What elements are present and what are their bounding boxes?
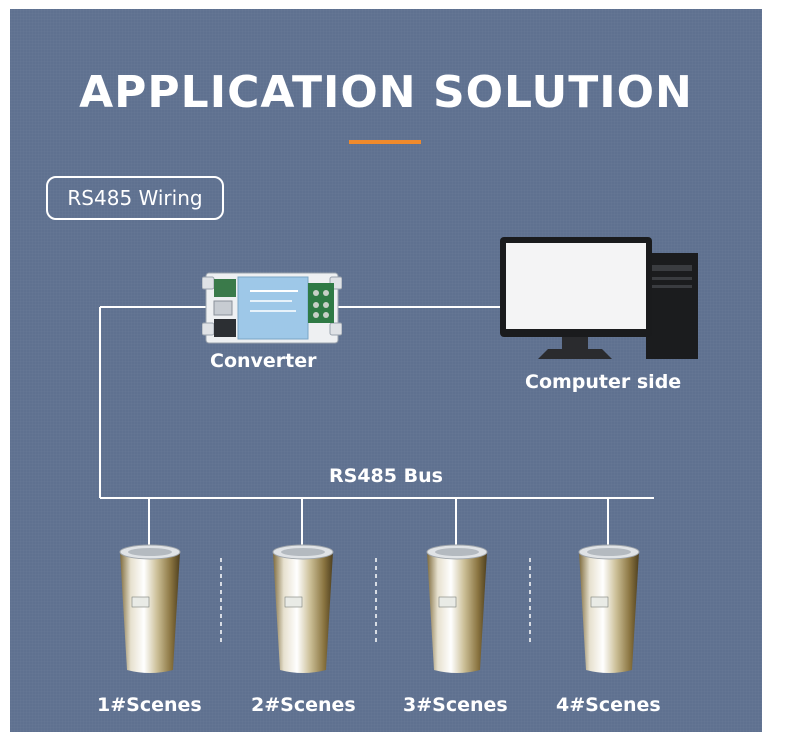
scene-label-2: 2#Scenes	[251, 694, 356, 716]
converter-device	[202, 272, 342, 344]
bus-label: RS485 Bus	[329, 465, 443, 487]
converter-label: Converter	[210, 350, 317, 372]
title-accent-bar	[349, 140, 421, 144]
sensor-cylinder-1	[119, 544, 181, 673]
sensor-cylinder-2	[272, 544, 334, 673]
section-badge: RS485 Wiring	[46, 176, 224, 220]
diagram-panel: APPLICATION SOLUTION RS485 Wiring	[10, 9, 762, 732]
wiring-lines	[99, 306, 654, 644]
computer-monitor-icon	[500, 237, 698, 359]
computer-label: Computer side	[525, 371, 682, 393]
sensor-cylinder-4	[578, 544, 640, 673]
sensor-cylinder-3	[426, 544, 488, 673]
scene-label-1: 1#Scenes	[97, 694, 202, 716]
scene-label-4: 4#Scenes	[556, 694, 661, 716]
page-title: APPLICATION SOLUTION	[79, 67, 693, 118]
scene-label-3: 3#Scenes	[403, 694, 508, 716]
